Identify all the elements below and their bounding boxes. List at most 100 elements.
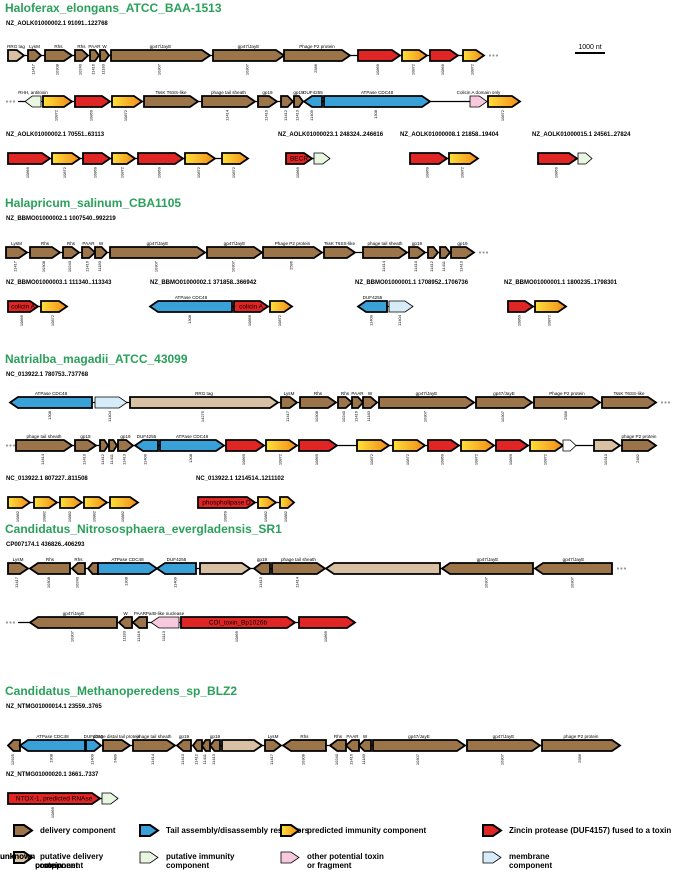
gene-put-immunity: RHH, antitoxin — [18, 90, 48, 108]
gene-arrow — [462, 49, 486, 62]
gene-arrow — [83, 496, 109, 509]
gene-id: 2586 — [289, 260, 294, 270]
gene-id: 10308 — [46, 576, 51, 588]
gene-id: 11409 — [143, 453, 148, 465]
gene-label: gp19 — [257, 557, 268, 562]
gene-arrow — [7, 49, 26, 62]
gene-id: 1308 — [188, 453, 193, 463]
gene-arrow — [460, 439, 496, 452]
gene-delivery: TssK T6SS-like — [323, 241, 357, 259]
gene-id: 10882 — [120, 510, 125, 522]
locus: CP007174.1 436826..406293LysM11417Rhs103… — [6, 542, 627, 588]
gene-delivery: 11412 — [280, 95, 295, 121]
gene-arrow — [132, 739, 177, 752]
locus-label: NZ_AOLK01000002.1 91091..122768 — [6, 21, 108, 27]
gene-delivery — [86, 562, 99, 575]
gene-arrow — [212, 49, 286, 62]
gene-id: 10869 — [508, 453, 513, 465]
legend-swatch — [13, 824, 34, 837]
gene-id: 11410 — [180, 753, 185, 765]
organism-title: Candidatus_Methanoperedens_sp_BLZ2 — [5, 684, 237, 698]
gene-id: 11411 — [202, 753, 207, 764]
gene-immunity: 10872 — [111, 95, 144, 121]
gene-arrow — [59, 496, 84, 509]
gene-arrow — [150, 616, 180, 629]
gene-id: 10308 — [55, 63, 60, 75]
gene-arrow — [117, 616, 133, 629]
gene-label: ATPase CDC48 — [175, 295, 208, 300]
gene-id: 1308 — [187, 314, 192, 324]
gene-arrow — [82, 152, 112, 165]
gene-id: 11409 — [369, 314, 374, 326]
gene-arrow — [302, 95, 323, 108]
gene-label: gp19 — [80, 434, 91, 439]
gene-id: 10307 — [484, 576, 489, 588]
gene-id: 1308 — [124, 576, 129, 586]
gene-arrow — [111, 152, 137, 165]
gene-membrane: 11404 — [94, 396, 128, 422]
gene-zincin: 10869 — [74, 95, 112, 121]
gene-label: TssK T6SS-like — [324, 241, 356, 246]
gene-id: 10869 — [157, 166, 162, 178]
gene-label: PAAR — [346, 734, 359, 739]
gene-id: 11414 — [40, 453, 45, 465]
gene-arrow — [401, 49, 429, 62]
gene-label: BECR — [290, 156, 308, 163]
gene-label: RHH, antitoxin — [18, 90, 48, 95]
gene-id: 11413 — [459, 260, 464, 272]
gene-label: gp47/JayE — [63, 611, 85, 616]
gene-label: Rhs — [54, 44, 63, 49]
gene-tail: ATPase CDC48 1308 — [148, 295, 233, 324]
locus-label: NZ_NTMG01000014.1 23559..3765 — [6, 704, 102, 710]
gene-arrow — [7, 496, 32, 509]
gene-id: 10307 — [245, 63, 250, 75]
gene-arrow — [427, 246, 440, 259]
gene-zincin: 10869 — [137, 152, 185, 178]
gene-put-delivery — [199, 562, 252, 575]
gene-immunity: 10882 — [33, 496, 59, 522]
gene-id: 10869 — [234, 630, 239, 642]
gene-arrow — [7, 300, 40, 313]
gene-label: gp47/JayE — [224, 241, 246, 246]
scale-bar-label: 1000 nt — [578, 44, 601, 51]
gene-arrow — [280, 396, 299, 409]
gene-arrow — [279, 496, 296, 509]
gene-id: 10869 — [314, 453, 319, 465]
gene-immunity: 10872 — [462, 49, 486, 75]
gene-label: phage tail sheath — [368, 241, 403, 246]
gene-label: Rhs — [300, 734, 309, 739]
gene-id: 10869 — [375, 63, 380, 75]
gene-id: 11409 — [173, 576, 178, 588]
gene-arrow — [137, 152, 185, 165]
gene-label: W — [368, 391, 373, 396]
gene-arrow — [74, 95, 112, 108]
legend-swatch — [280, 824, 301, 837]
gene-arrow — [221, 739, 264, 752]
legend-item: unknownprotein — [0, 852, 62, 870]
gene-id: 10308 — [301, 753, 306, 765]
gene-label: PAAR — [88, 44, 101, 49]
gene-label: ParB-like nuclease — [146, 611, 185, 616]
organism-block: Candidatus_Nitrososphaera_evergladensis_… — [5, 522, 627, 642]
gene-arrow — [24, 95, 42, 108]
gene-id: 11416 — [354, 410, 359, 422]
gene-label: gp47/JayE — [493, 734, 515, 739]
gene-id: 11414 — [225, 109, 230, 121]
